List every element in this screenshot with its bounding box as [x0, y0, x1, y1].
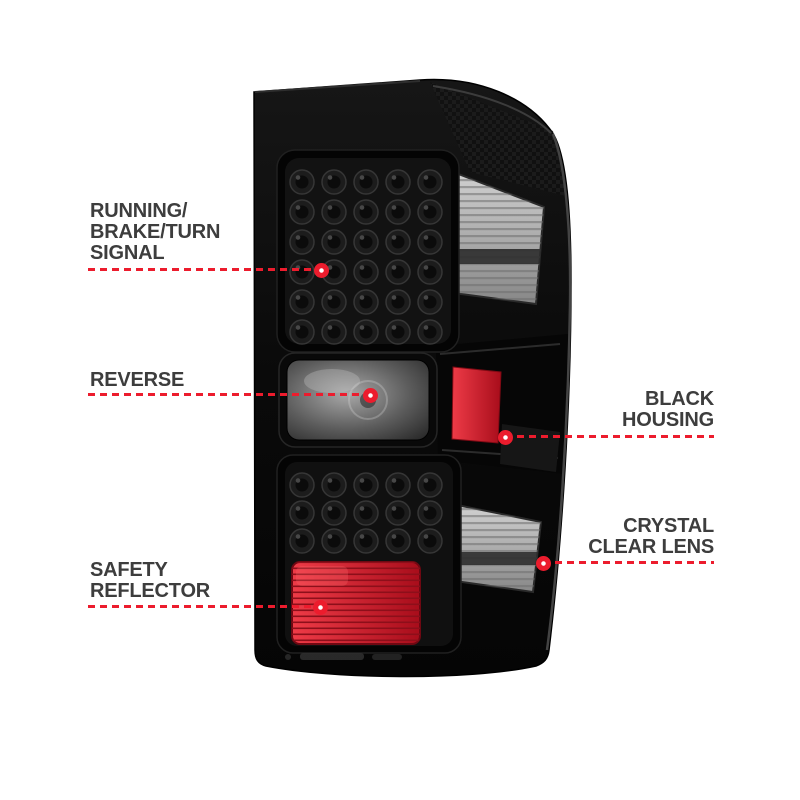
leader-line-running-brake-turn-signal [88, 268, 321, 271]
callout-text: REVERSE [90, 369, 185, 391]
leader-line-black-housing [505, 435, 714, 438]
callout-dot-running-brake-turn-signal [313, 262, 329, 278]
callout-label-black-housing: BLACK HOUSING [622, 389, 714, 431]
callout-text: SIGNAL [90, 242, 165, 264]
callout-dot-safety-reflector [312, 599, 328, 615]
leader-line-crystal-clear-lens [543, 561, 714, 564]
reverse-light [278, 352, 438, 448]
callout-label-crystal-clear-lens: CRYSTAL CLEAR LENS [588, 516, 714, 558]
callout-text: REFLECTOR [90, 580, 211, 602]
callout-text: RUNNING/ [90, 200, 188, 222]
upper-clear-lens [444, 168, 546, 306]
callout-text: BLACK [645, 388, 714, 410]
callout-label-reverse: REVERSE [90, 370, 184, 391]
callout-text: BRAKE/TURN [90, 221, 221, 243]
bottom-markings [285, 653, 402, 660]
running-brake-turn-led-panel [276, 149, 460, 353]
top-edge-highlight [254, 80, 421, 93]
carbon-fin [430, 82, 566, 196]
edge-highlight [545, 133, 572, 651]
leader-line-safety-reflector [88, 605, 320, 608]
callout-dot-black-housing [497, 429, 513, 445]
callout-dot-reverse [362, 387, 378, 403]
callout-text: CRYSTAL [623, 515, 714, 537]
callout-dot-crystal-clear-lens [535, 555, 551, 571]
callout-label-safety-reflector: SAFETY REFLECTOR [90, 560, 210, 602]
side-red-reflector [451, 366, 502, 444]
leader-line-reverse [88, 393, 370, 396]
callout-text: HOUSING [622, 409, 714, 431]
callout-text: CLEAR LENS [588, 536, 714, 558]
callout-text: SAFETY [90, 559, 168, 581]
safety-reflector-lens [291, 561, 421, 645]
callout-label-running-brake-turn-signal: RUNNING/ BRAKE/TURN SIGNAL [90, 201, 220, 264]
lower-led-panel [276, 454, 462, 654]
